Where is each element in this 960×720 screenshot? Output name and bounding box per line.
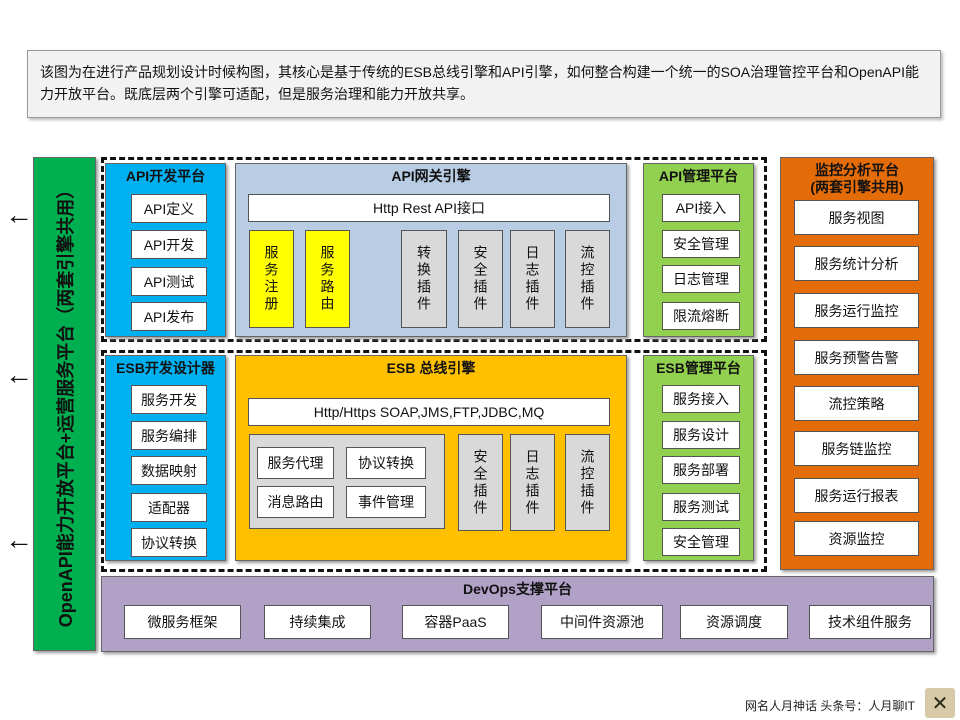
plugin: 日志插件 [510, 230, 555, 328]
esb-bus-engine: ESB 总线引擎 Http/Https SOAP,JMS,FTP,JDBC,MQ… [235, 355, 627, 561]
openapi-platform-bar: OpenAPI能力开放平台+运营服务平台（两套引擎共用） [33, 157, 96, 651]
monitor-item: 服务运行监控 [794, 293, 919, 328]
esb-mgmt-item: 服务接入 [662, 385, 740, 413]
footer-credit: 网名人月神话 头条号：人月聊IT [745, 699, 915, 713]
esb-mgmt-item: 安全管理 [662, 528, 740, 556]
esb-title: ESB 总线引擎 [386, 360, 476, 376]
arrow-left-icon: ← [5, 199, 33, 230]
esb-mgmt-title: ESB管理平台 [656, 360, 741, 376]
api-dev-platform: API开发平台 API定义 API开发 API测试 API发布 [105, 163, 226, 337]
plugin: 日志插件 [510, 434, 555, 531]
api-dev-item: API发布 [131, 302, 207, 331]
plugin: 安全插件 [458, 434, 503, 531]
api-mgmt-title: API管理平台 [658, 168, 739, 184]
devops-platform: DevOps支撑平台 微服务框架 持续集成 容器PaaS 中间件资源池 资源调度… [101, 576, 934, 652]
api-dev-item: API定义 [131, 194, 207, 223]
esb-core-item: 消息路由 [257, 486, 334, 518]
esb-core-item: 协议转换 [346, 447, 426, 479]
esb-dev-designer: ESB开发设计器 服务开发 服务编排 数据映射 适配器 协议转换 [105, 355, 226, 561]
api-mgmt-item: 限流熔断 [662, 302, 740, 330]
esb-dev-title: ESB开发设计器 [116, 360, 215, 376]
monitor-title: 监控分析平台(两套引擎共用) [781, 162, 933, 196]
monitor-item: 服务视图 [794, 200, 919, 235]
esb-core-item: 事件管理 [346, 486, 426, 518]
esb-protocol-interface: Http/Https SOAP,JMS,FTP,JDBC,MQ [248, 398, 610, 426]
api-gateway-engine: API网关引擎 Http Rest API接口 服务注册 服务路由 转换插件 安… [235, 163, 627, 337]
plugin: 转换插件 [401, 230, 447, 328]
esb-region [101, 350, 767, 572]
esb-mgmt-item: 服务设计 [662, 421, 740, 449]
plugin: 流控插件 [565, 434, 610, 531]
monitor-item: 资源监控 [794, 521, 919, 556]
monitor-item: 服务运行报表 [794, 478, 919, 513]
api-dev-title: API开发平台 [125, 168, 206, 184]
monitor-item: 流控策略 [794, 386, 919, 421]
esb-mgmt-item: 服务测试 [662, 493, 740, 521]
devops-item: 技术组件服务 [809, 605, 931, 639]
api-dev-item: API开发 [131, 230, 207, 259]
devops-title: DevOps支撑平台 [463, 581, 572, 597]
esb-dev-item: 适配器 [131, 493, 207, 522]
service-routing: 服务路由 [305, 230, 350, 328]
esb-dev-item: 服务开发 [131, 385, 207, 414]
api-mgmt-item: API接入 [662, 194, 740, 222]
api-mgmt-item: 安全管理 [662, 230, 740, 258]
monitor-item: 服务统计分析 [794, 246, 919, 281]
devops-item: 中间件资源池 [541, 605, 663, 639]
monitor-item: 服务预警告警 [794, 340, 919, 375]
monitor-title-line2: (两套引擎共用) [810, 179, 904, 195]
http-rest-interface: Http Rest API接口 [248, 194, 610, 222]
monitor-platform: 监控分析平台(两套引擎共用) 服务视图 服务统计分析 服务运行监控 服务预警告警… [780, 157, 934, 570]
esb-core-item: 服务代理 [257, 447, 334, 479]
monitor-title-line1: 监控分析平台 [815, 162, 899, 178]
devops-item: 持续集成 [264, 605, 371, 639]
api-mgmt-platform: API管理平台 API接入 安全管理 日志管理 限流熔断 [643, 163, 754, 337]
monitor-item: 服务链监控 [794, 431, 919, 466]
api-gateway-title: API网关引擎 [391, 168, 471, 184]
openapi-platform-label: OpenAPI能力开放平台+运营服务平台（两套引擎共用） [55, 180, 76, 628]
devops-item: 资源调度 [680, 605, 788, 639]
plugin: 流控插件 [565, 230, 610, 328]
arrow-left-icon: ← [5, 524, 33, 555]
esb-mgmt-platform: ESB管理平台 服务接入 服务设计 服务部署 服务测试 安全管理 [643, 355, 754, 561]
arrow-left-icon: ← [5, 359, 33, 390]
esb-mgmt-item: 服务部署 [662, 456, 740, 484]
avatar: ✕ [925, 688, 955, 718]
devops-item: 容器PaaS [402, 605, 509, 639]
plugin: 安全插件 [458, 230, 503, 328]
api-region [101, 157, 767, 342]
esb-dev-item: 服务编排 [131, 421, 207, 450]
esb-dev-item: 协议转换 [131, 528, 207, 557]
esb-core-group: 服务代理 协议转换 消息路由 事件管理 [249, 434, 445, 529]
api-dev-item: API测试 [131, 267, 207, 296]
devops-item: 微服务框架 [124, 605, 241, 639]
esb-dev-item: 数据映射 [131, 456, 207, 485]
api-mgmt-item: 日志管理 [662, 265, 740, 293]
service-registry: 服务注册 [249, 230, 294, 328]
description-note: 该图为在进行产品规划设计时候构图，其核心是基于传统的ESB总线引擎和API引擎，… [27, 50, 941, 118]
